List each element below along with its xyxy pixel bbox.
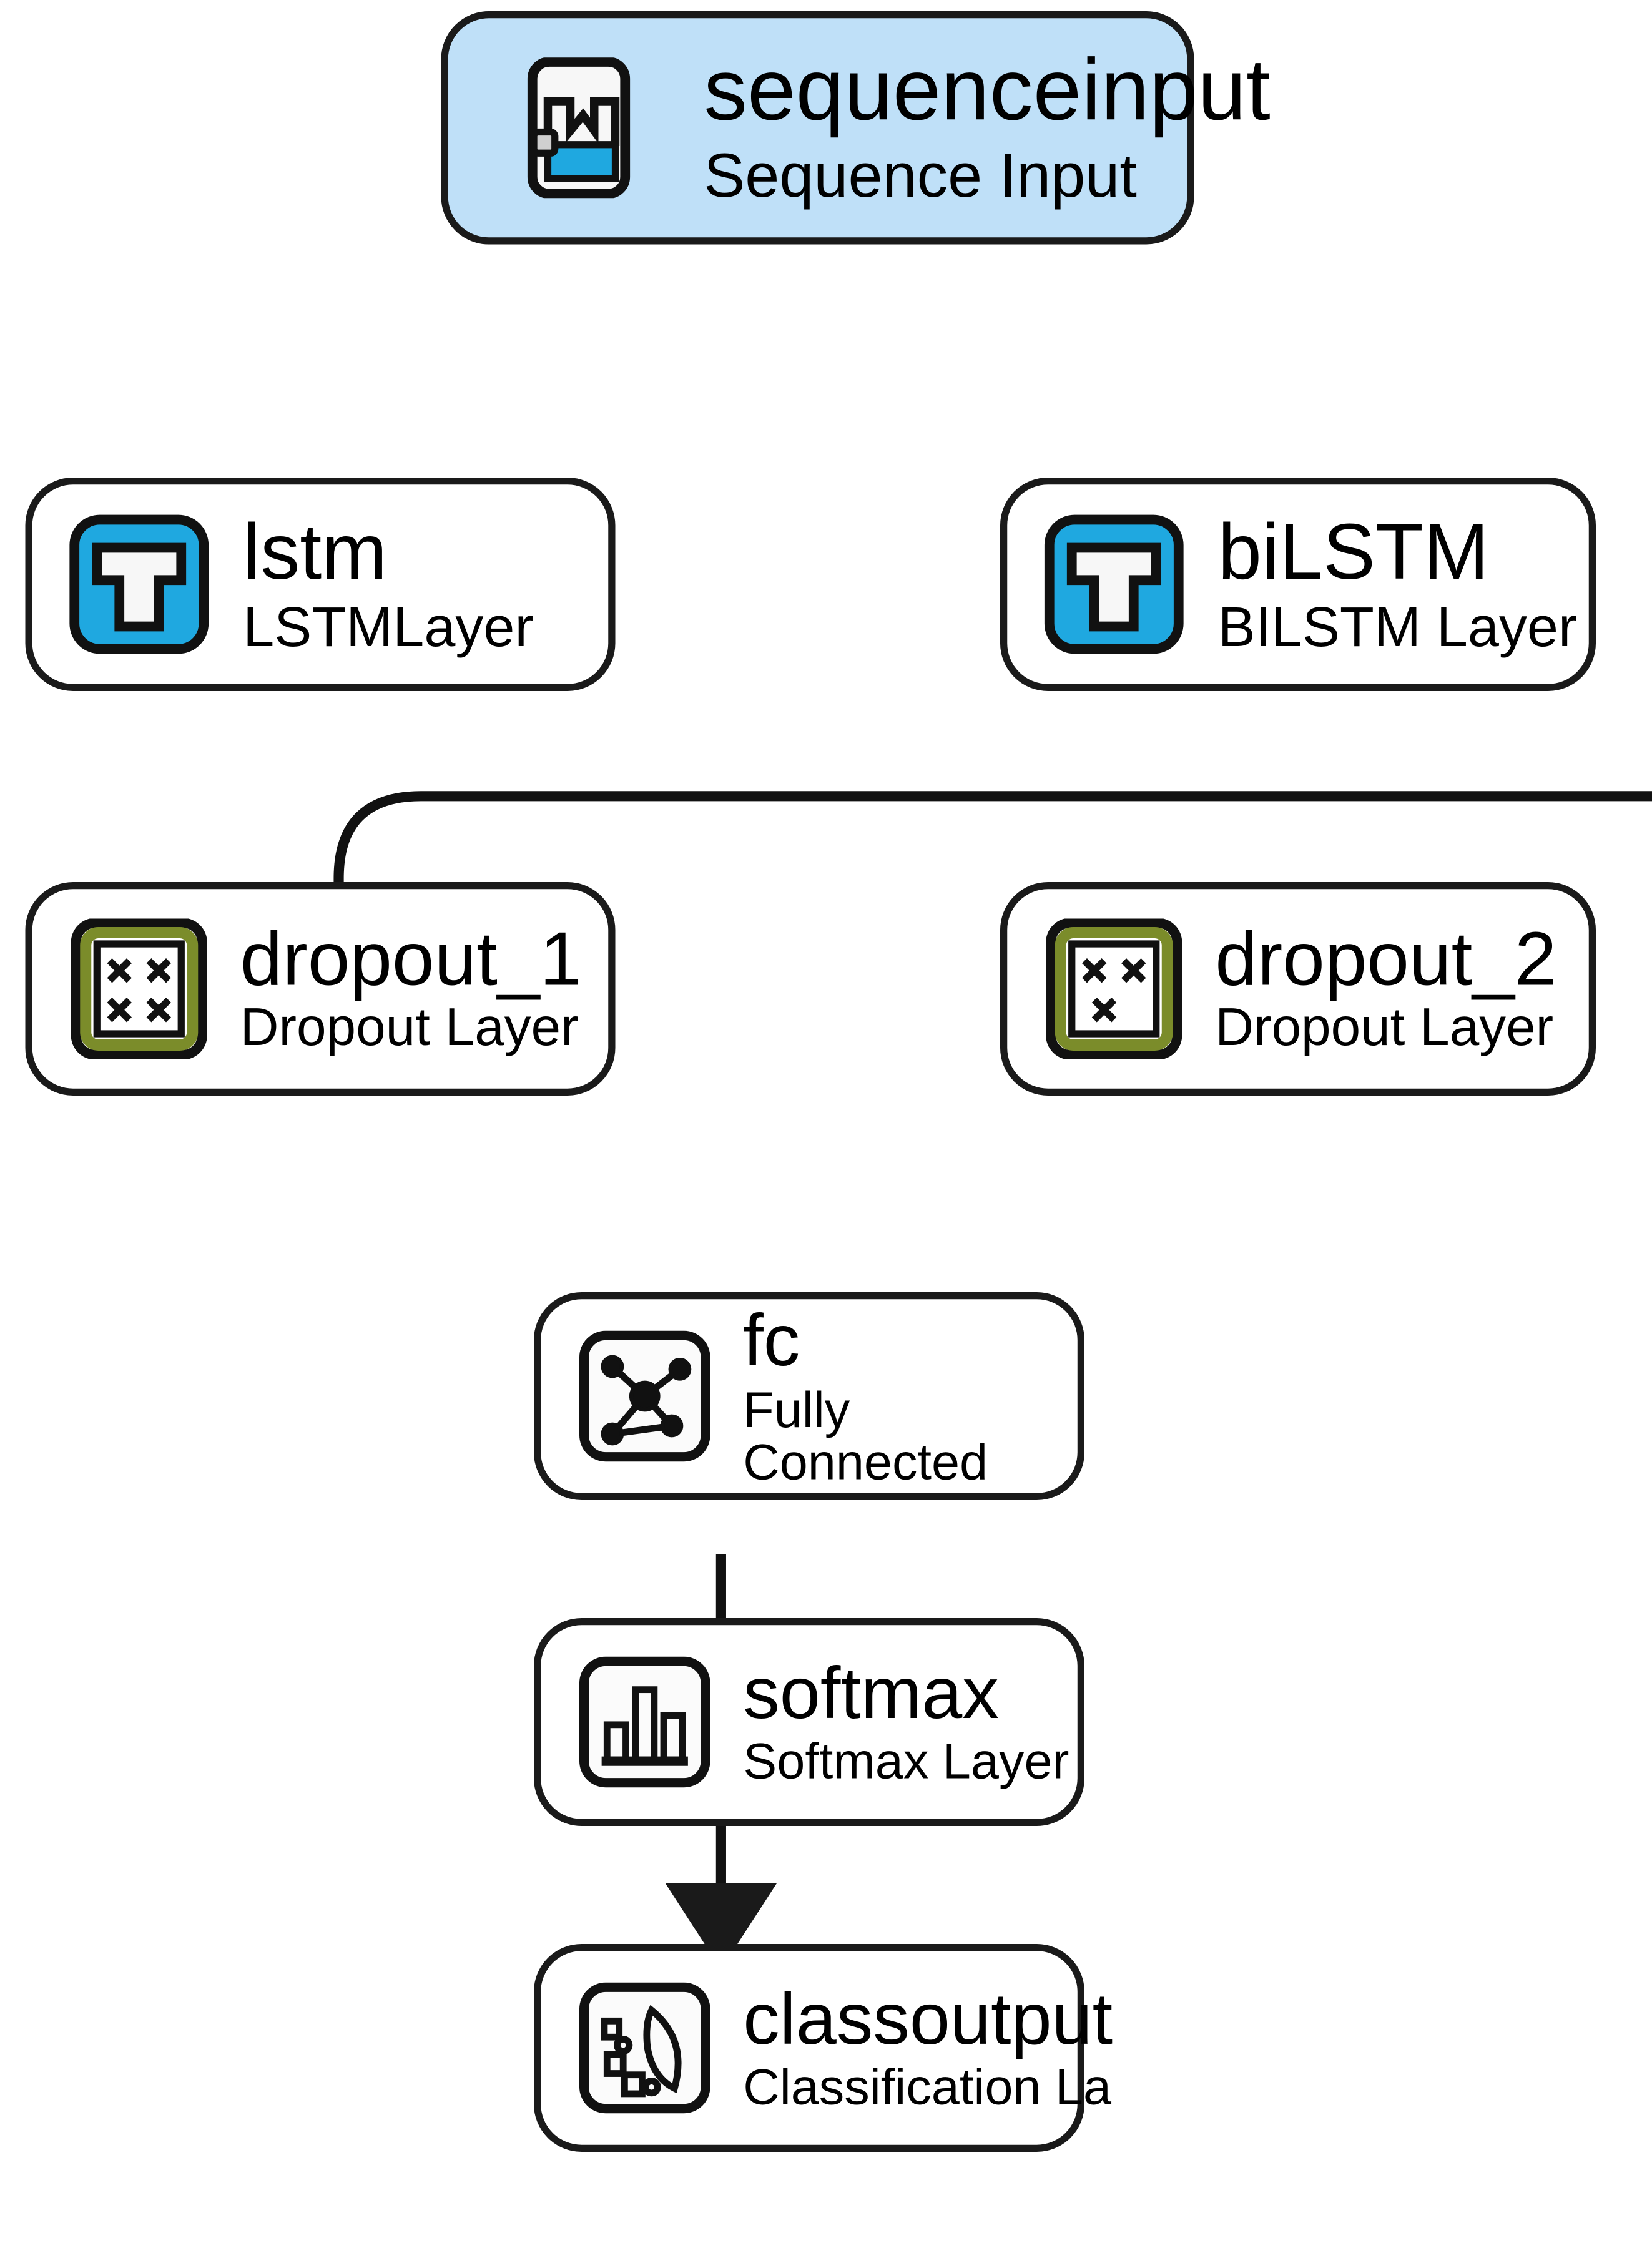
node-label-group: fc Fully Connected [743, 1303, 1078, 1489]
node-label-group: lstm LSTMLayer [243, 506, 534, 660]
node-softmax[interactable]: softmax Softmax Layer [534, 1618, 1084, 1826]
sequence-input-icon [493, 44, 673, 212]
node-subtitle: BILSTM Layer [1217, 597, 1577, 660]
node-label-group: softmax Softmax Layer [743, 1656, 1069, 1788]
dropout-layer-icon [69, 918, 209, 1059]
node-title: dropout_2 [1215, 916, 1557, 1001]
node-dropout-2[interactable]: dropout_2 Dropout Layer [1000, 882, 1596, 1096]
softmax-icon [578, 1655, 712, 1790]
node-sequenceinput[interactable]: sequenceinput Sequence Input [441, 11, 1271, 245]
node-label-group: dropout_1 Dropout Layer [240, 920, 582, 1058]
dropout-layer-icon [1044, 918, 1184, 1059]
classification-output-icon [578, 1981, 712, 2116]
node-fc[interactable]: fc Fully Connected [534, 1292, 1084, 1500]
node-subtitle: Sequence Input [704, 142, 1137, 212]
node-title: lstm [243, 506, 388, 596]
node-title: sequenceinput [704, 42, 1271, 140]
fully-connected-icon [578, 1329, 712, 1464]
node-label-group: classoutput Classification La [743, 1981, 1113, 2114]
node-label-group: dropout_2 Dropout Layer [1215, 920, 1556, 1058]
node-subtitle: Dropout Layer [240, 999, 579, 1059]
node-title: fc [743, 1300, 800, 1382]
lstm-layer-icon [69, 514, 209, 655]
node-subtitle: Classification La [743, 2058, 1112, 2116]
node-title: classoutput [743, 1978, 1113, 2061]
node-title: dropout_1 [240, 916, 582, 1001]
node-classoutput[interactable]: classoutput Classification La [534, 1944, 1113, 2152]
node-title: biLSTM [1217, 506, 1489, 596]
edge-sequenceinput-to-lstm [283, 791, 1652, 1054]
node-lstm[interactable]: lstm LSTMLayer [25, 478, 616, 691]
node-subtitle: Softmax Layer [743, 1732, 1069, 1790]
node-subtitle: Dropout Layer [1215, 999, 1554, 1059]
node-label-group: biLSTM BILSTM Layer [1217, 506, 1577, 660]
node-bilstm[interactable]: biLSTM BILSTM Layer [1000, 478, 1596, 691]
node-subtitle: Fully Connected [743, 1380, 988, 1491]
node-dropout-1[interactable]: dropout_1 Dropout Layer [25, 882, 616, 1096]
bilstm-layer-icon [1044, 514, 1184, 655]
node-label-group: sequenceinput Sequence Input [704, 46, 1271, 210]
node-subtitle: LSTMLayer [243, 597, 534, 660]
node-title: softmax [743, 1652, 999, 1735]
